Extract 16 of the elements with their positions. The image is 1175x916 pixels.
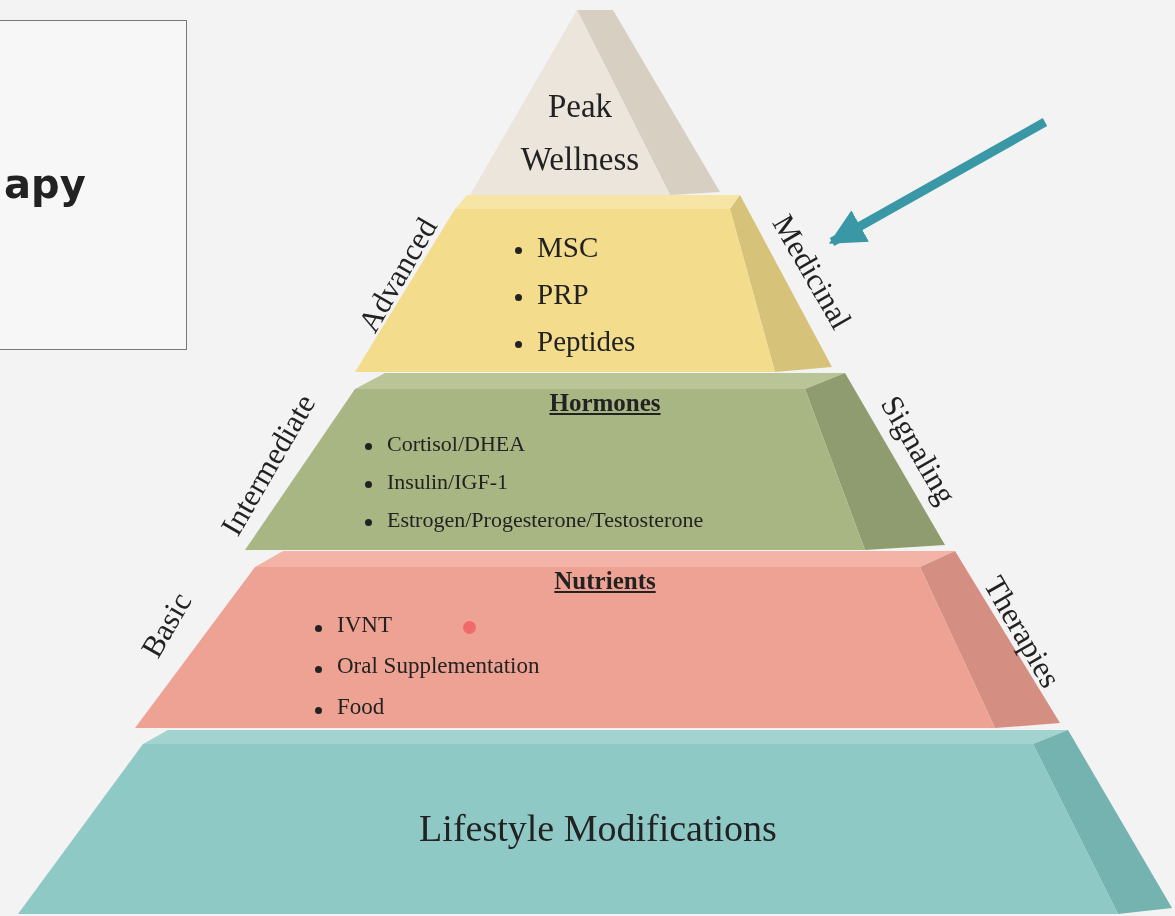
card-title: apy: [4, 161, 86, 207]
list-item: Peptides: [537, 325, 636, 358]
list-item: MSC: [537, 231, 599, 264]
title-card: [0, 20, 187, 350]
tier-label: Peak Wellness: [519, 87, 641, 179]
list-item: Food: [337, 694, 385, 720]
tier-label: Lifestyle Modifications: [418, 806, 778, 851]
list-item: Estrogen/Progesterone/Testosterone: [387, 507, 704, 533]
list-item: PRP: [537, 278, 589, 311]
tier-heading: Hormones: [549, 389, 661, 417]
tier-heading: Nutrients: [554, 567, 656, 595]
list-item: Insulin/IGF-1: [387, 469, 508, 495]
list-item: IVNT: [337, 612, 392, 638]
list-item: Oral Supplementation: [337, 653, 540, 679]
list-item: Cortisol/DHEA: [387, 431, 526, 457]
arrow: [828, 118, 1048, 246]
